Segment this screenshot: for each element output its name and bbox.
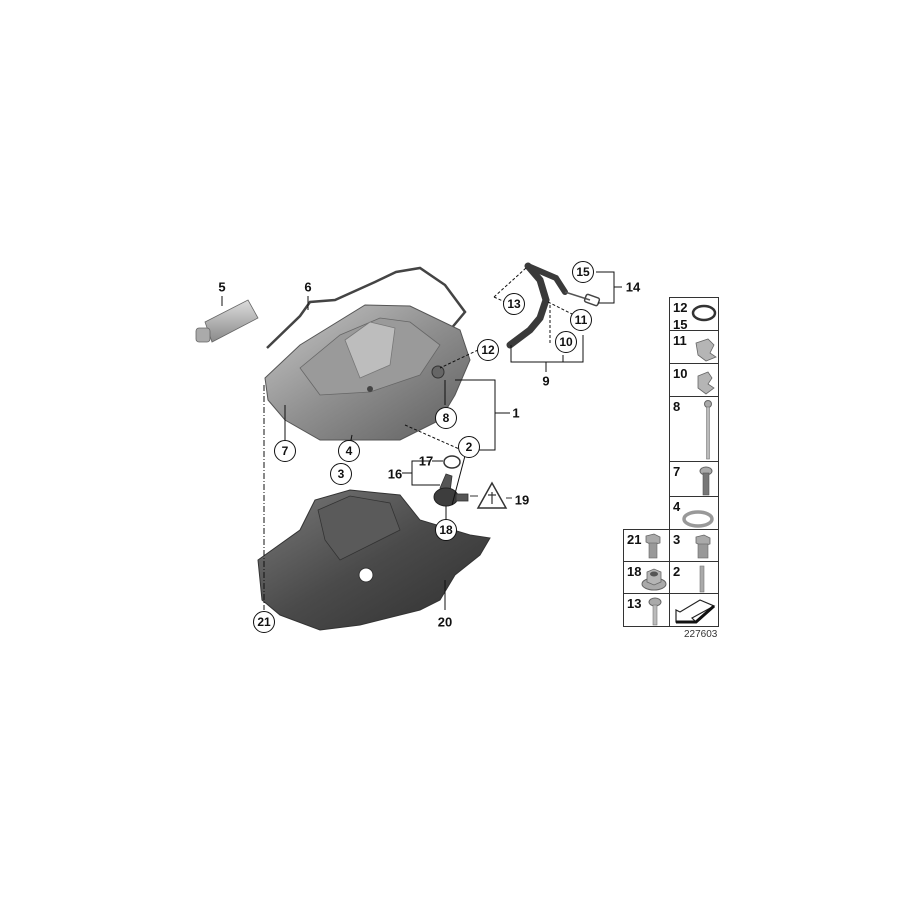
- callout-4: 4: [338, 440, 360, 462]
- callout-12: 12: [477, 339, 499, 361]
- callout-19: 19: [514, 492, 530, 508]
- oil-pan: [264, 304, 471, 441]
- callout-8: 8: [435, 407, 457, 429]
- callout-16: 16: [387, 466, 403, 482]
- callout-5: 5: [218, 279, 226, 295]
- clip-icon: [697, 371, 715, 395]
- leader-lines: [263, 267, 622, 610]
- legend-cell-18: 18: [623, 561, 670, 594]
- callout-20: 20: [437, 614, 453, 630]
- sealing-ring-icon: [682, 510, 714, 528]
- callout-21: 21: [253, 611, 275, 633]
- callout-9: 9: [542, 373, 550, 389]
- legend-cell-8: 8: [669, 396, 719, 462]
- legend-cell-7: 7: [669, 461, 719, 497]
- legend-cell-3: 3: [669, 529, 719, 562]
- legend-cell-10: 10: [669, 363, 719, 397]
- callout-15: 15: [572, 261, 594, 283]
- stud-icon: [699, 565, 705, 593]
- legend-cell-13: 13: [623, 593, 670, 627]
- hex-bolt-icon: [645, 533, 661, 559]
- long-bolt-icon: [704, 400, 712, 460]
- callout-13: 13: [503, 293, 525, 315]
- direction-arrow-icon: [675, 599, 716, 624]
- legend-cell-11: 11: [669, 330, 719, 364]
- flange-bolt-icon: [699, 466, 713, 496]
- legend-cell-21: 21: [623, 529, 670, 562]
- drain-plug-icon: [695, 534, 711, 559]
- diagram-id: 227603: [684, 629, 718, 640]
- legend-cell-arrow: [669, 593, 719, 627]
- callout-11: 11: [570, 309, 592, 331]
- callout-18: 18: [435, 519, 457, 541]
- electrical-warning-icon: [470, 481, 512, 509]
- clip-icon: [695, 338, 717, 362]
- o-ring-icon: [691, 304, 717, 322]
- callout-1: 1: [512, 405, 520, 421]
- callout-2: 2: [458, 436, 480, 458]
- oil-level-sensor: [433, 455, 469, 507]
- callout-17: 17: [418, 453, 434, 469]
- underbody-shield: [257, 489, 491, 631]
- callout-10: 10: [555, 331, 577, 353]
- legend-cell-2: 2: [669, 561, 719, 594]
- screw-icon: [648, 597, 662, 626]
- callout-3: 3: [330, 463, 352, 485]
- legend-cell-4: 4: [669, 496, 719, 530]
- callout-6: 6: [304, 279, 312, 295]
- callout-7: 7: [274, 440, 296, 462]
- flange-nut-icon: [641, 568, 667, 591]
- sealant-tube: [195, 296, 259, 343]
- legend-cell-12-15: 12 15: [669, 297, 719, 331]
- gasket: [266, 266, 467, 349]
- callout-14: 14: [625, 279, 641, 295]
- dipstick-guide-tube: [506, 262, 601, 349]
